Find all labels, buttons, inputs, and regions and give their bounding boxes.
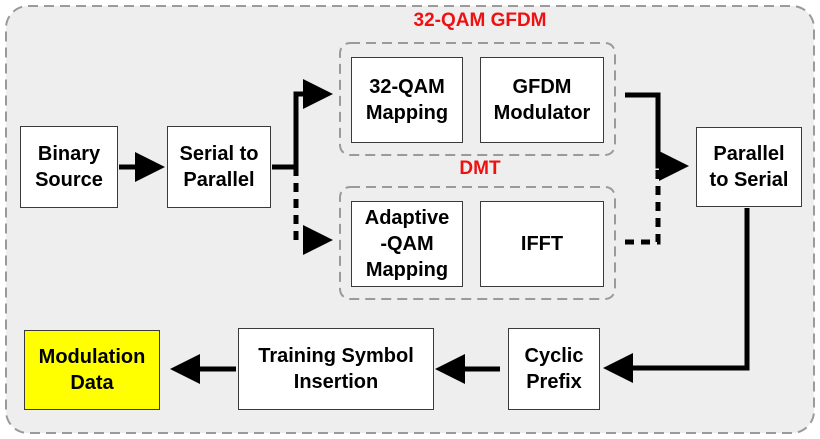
gfdm-group-title: 32-QAM GFDM	[413, 10, 547, 31]
serial-to-parallel-label: Serial to Parallel	[179, 143, 259, 191]
arrow-dmt-to-parallel	[625, 166, 661, 245]
modulation-data-block: Modulation Data	[24, 330, 160, 410]
ifft-label: IFFT	[520, 233, 564, 255]
serial-to-parallel-block: Serial to Parallel	[167, 126, 271, 208]
arrow-parallel-to-cyclic	[603, 208, 750, 383]
qam32-mapping-block: 32-QAM Mapping	[351, 57, 463, 143]
gfdm-modulator-block: GFDM Modulator	[480, 57, 604, 143]
binary-source-block: Binary Source	[20, 126, 118, 208]
gfdm-group-border	[339, 42, 616, 156]
adaptive-qam-mapping-label: Adaptive -QAM Mapping	[364, 207, 450, 281]
modulation-data-label: Modulation Data	[38, 346, 146, 394]
parallel-to-serial-label: Parallel to Serial	[709, 143, 789, 191]
training-symbol-insertion-label: Training Symbol Insertion	[258, 345, 414, 393]
arrow-serial-to-gfdm	[272, 79, 333, 170]
arrow-serial-to-dmt	[293, 167, 333, 255]
training-symbol-insertion-block: Training Symbol Insertion	[238, 328, 434, 410]
cyclic-prefix-label: Cyclic Prefix	[524, 345, 584, 393]
qam32-mapping-label: 32-QAM Mapping	[365, 76, 449, 124]
parallel-to-serial-block: Parallel to Serial	[696, 127, 802, 207]
cyclic-prefix-block: Cyclic Prefix	[508, 328, 600, 410]
adaptive-qam-mapping-block: Adaptive -QAM Mapping	[351, 201, 463, 287]
arrow-gfdm-to-parallel	[625, 92, 689, 181]
ifft-block: IFFT	[480, 201, 604, 287]
binary-source-label: Binary Source	[35, 143, 103, 191]
dmt-group-title: DMT	[459, 158, 501, 179]
dmt-group-border	[339, 186, 616, 300]
gfdm-modulator-label: GFDM Modulator	[493, 76, 591, 124]
